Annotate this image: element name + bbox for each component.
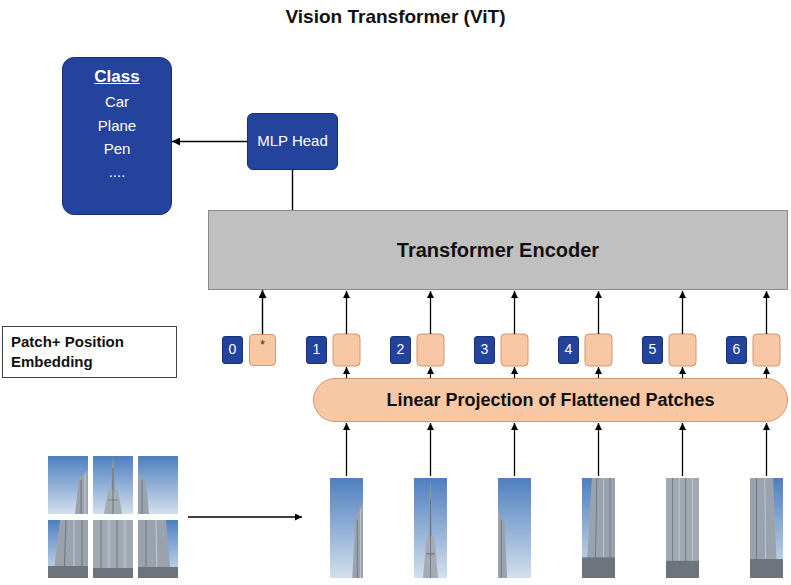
position-number: 6 [733, 341, 741, 359]
patch-arrow [766, 423, 767, 476]
position-number: 0 [222, 336, 243, 364]
embedding-label-box: Patch+ Position Embedding [2, 326, 177, 378]
box-label: Patch+ Position Embedding [11, 332, 168, 373]
class-item: Pen [104, 137, 131, 160]
position-number: 3 [481, 341, 489, 359]
class-item: Car [105, 90, 129, 113]
token-arrow [598, 367, 599, 378]
position-number: 2 [397, 341, 405, 359]
image-patch [93, 456, 133, 514]
patch-arrow [598, 423, 599, 476]
image-patch [93, 520, 133, 578]
encoder-box: Transformer Encoder [208, 210, 788, 290]
embedding-token [417, 334, 444, 366]
embedding-token [333, 334, 360, 366]
class-item: Plane [98, 114, 136, 137]
token-arrow [682, 367, 683, 378]
patch-arrow [346, 423, 347, 476]
class-box: ClassCarPlanePen.... [62, 57, 172, 215]
box-label: MLP Head [257, 132, 328, 151]
flattened-patch [582, 478, 615, 578]
flattened-patch [666, 478, 699, 578]
flatten-arrow [188, 516, 302, 517]
encoder-input-arrow [430, 291, 431, 334]
image-patch [48, 456, 88, 514]
class-token: * [249, 334, 276, 366]
box-label: Linear Projection of Flattened Patches [386, 389, 714, 412]
position-number: 1 [313, 341, 321, 359]
encoder-input-arrow [766, 291, 767, 334]
position-number: 4 [565, 341, 573, 359]
encoder-input-arrow [514, 291, 515, 334]
patch-arrow [514, 423, 515, 476]
token-arrow [346, 367, 347, 378]
position-number: 2 [390, 336, 411, 364]
encoder-input-arrow [682, 291, 683, 334]
position-number: 3 [474, 336, 495, 364]
token-arrow [766, 367, 767, 378]
position-number: 5 [642, 336, 663, 364]
class-item: .... [109, 160, 126, 183]
class-token-mark: * [260, 337, 265, 353]
connector-arrow [292, 170, 293, 210]
projection-box: Linear Projection of Flattened Patches [313, 378, 788, 422]
position-number: 4 [558, 336, 579, 364]
embedding-token [669, 334, 696, 366]
flattened-patch [498, 478, 531, 578]
position-number: 5 [649, 341, 657, 359]
position-number: 6 [726, 336, 747, 364]
class-heading: Class [94, 64, 139, 90]
embedding-token [585, 334, 612, 366]
position-number: 1 [306, 336, 327, 364]
token-arrow [514, 367, 515, 378]
flattened-patch [750, 478, 783, 578]
mlp-head-box: MLP Head [247, 113, 338, 170]
encoder-input-arrow [598, 291, 599, 334]
image-patch [138, 520, 178, 578]
image-patch [138, 456, 178, 514]
connector-arrow [262, 290, 263, 334]
image-patch [48, 520, 88, 578]
patch-arrow [682, 423, 683, 476]
flattened-patch [414, 478, 447, 578]
position-number: 0 [229, 341, 237, 359]
box-label: Transformer Encoder [397, 238, 599, 263]
embedding-token [501, 334, 528, 366]
patch-arrow [430, 423, 431, 476]
flattened-patch [330, 478, 363, 578]
encoder-input-arrow [346, 291, 347, 334]
embedding-token [753, 334, 780, 366]
diagram-title: Vision Transformer (ViT) [0, 6, 791, 28]
connector-arrow [172, 141, 247, 142]
token-arrow [430, 367, 431, 378]
